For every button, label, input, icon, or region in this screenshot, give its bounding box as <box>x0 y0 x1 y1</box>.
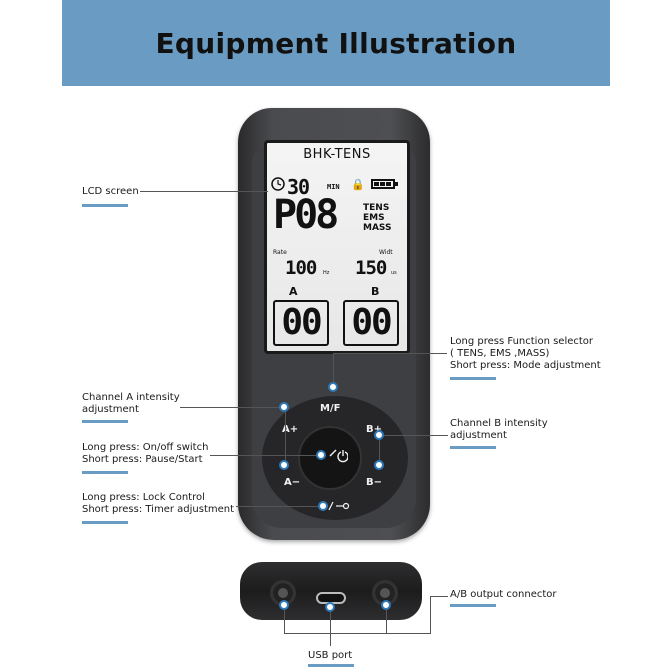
leader-line <box>430 596 448 597</box>
leader-line <box>284 633 430 634</box>
channel-a-minus-button[interactable]: A− <box>284 477 301 488</box>
lcd-timer: 30 <box>287 175 310 199</box>
hotspot-mode-button <box>328 382 338 392</box>
leader-line <box>333 353 447 354</box>
callout-underline <box>82 471 128 474</box>
callout-channel-a-line2: adjustment <box>82 404 139 415</box>
leader-line <box>333 353 334 383</box>
callout-function-line3: Short press: Mode adjustment <box>450 360 601 371</box>
hotspot-output-a <box>279 600 289 610</box>
callout-underline <box>308 664 354 667</box>
lcd-width-label: Widt <box>379 249 393 256</box>
lcd-width-unit: us <box>391 270 397 276</box>
callout-function-line1: Long press Function selector <box>450 336 594 347</box>
callout-underline <box>82 521 128 524</box>
leader-line <box>285 412 286 462</box>
lcd-rate-value: 100 <box>285 257 317 279</box>
hotspot-b-plus <box>374 430 384 440</box>
callout-power-line1: Long press: On/off switch <box>82 442 209 453</box>
mode-button[interactable]: M/F <box>320 403 341 414</box>
lcd-timer-unit: MIN <box>327 183 340 191</box>
callout-channel-b-line2: adjustment <box>450 430 507 441</box>
leader-line <box>180 407 282 408</box>
hotspot-power-button <box>316 450 326 460</box>
lcd-width-value: 150 <box>355 257 387 279</box>
leader-line <box>330 612 331 646</box>
callout-underline <box>450 604 496 607</box>
lcd-rate-unit: Hz <box>323 270 330 276</box>
callout-underline <box>82 420 128 423</box>
channel-a-plus-button[interactable]: A+ <box>282 424 299 435</box>
leader-line <box>430 596 431 634</box>
callout-channel-b-line1: Channel B intensity <box>450 418 548 429</box>
lcd-rate-label: Rate <box>273 249 287 256</box>
output-jack-b <box>372 580 398 606</box>
page-title: Equipment Illustration <box>155 26 517 60</box>
lcd-screen: BHK-TENS 30 MIN 🔒 P08 TENS EMS MASS Rate… <box>264 140 410 354</box>
leader-line <box>379 440 380 462</box>
leader-line <box>140 191 268 192</box>
callout-lock-line1: Long press: Lock Control <box>82 492 205 503</box>
leader-line <box>386 610 387 634</box>
power-icon <box>329 449 348 463</box>
clock-icon <box>271 177 285 191</box>
lcd-brand: BHK-TENS <box>303 147 371 162</box>
callout-underline <box>450 377 496 380</box>
lcd-mode-tens: TENS <box>363 203 390 213</box>
leader-line <box>284 610 285 634</box>
callout-channel-a-line1: Channel A intensity <box>82 392 180 403</box>
lock-icon: 🔒 <box>351 178 365 191</box>
hotspot-a-minus <box>279 460 289 470</box>
lcd-channel-b-label: B <box>371 285 380 298</box>
callout-lcd-screen: LCD screen <box>82 186 139 197</box>
callout-power-line2: Short press: Pause/Start <box>82 454 203 465</box>
leader-line <box>382 435 448 436</box>
header-banner: Equipment Illustration <box>62 0 610 86</box>
hotspot-output-b <box>381 600 391 610</box>
hotspot-usb <box>325 602 335 612</box>
callout-underline <box>82 204 128 207</box>
hotspot-b-minus <box>374 460 384 470</box>
callout-function-line2: ( TENS, EMS ,MASS) <box>450 348 550 359</box>
lcd-program: P08 <box>273 192 339 238</box>
leader-line <box>210 455 320 456</box>
channel-b-plus-button[interactable]: B+ <box>366 424 383 435</box>
lcd-mode-mass: MASS <box>363 223 392 233</box>
lcd-channel-a-label: A <box>289 285 298 298</box>
callout-lock-line2: Short press: Timer adjustment <box>82 504 235 515</box>
callout-usb-port: USB port <box>308 650 353 661</box>
lcd-channel-a-value: 00 <box>273 300 329 346</box>
lcd-channel-b-value: 00 <box>343 300 399 346</box>
power-button[interactable] <box>298 426 362 490</box>
callout-output-connector: A/B output connector <box>450 589 557 600</box>
leader-line <box>236 506 320 507</box>
hotspot-a-plus <box>279 402 289 412</box>
lcd-mode-ems: EMS <box>363 213 385 223</box>
battery-icon <box>371 179 398 189</box>
callout-underline <box>450 446 496 449</box>
hotspot-lock-button <box>318 501 328 511</box>
channel-b-minus-button[interactable]: B− <box>366 477 383 488</box>
